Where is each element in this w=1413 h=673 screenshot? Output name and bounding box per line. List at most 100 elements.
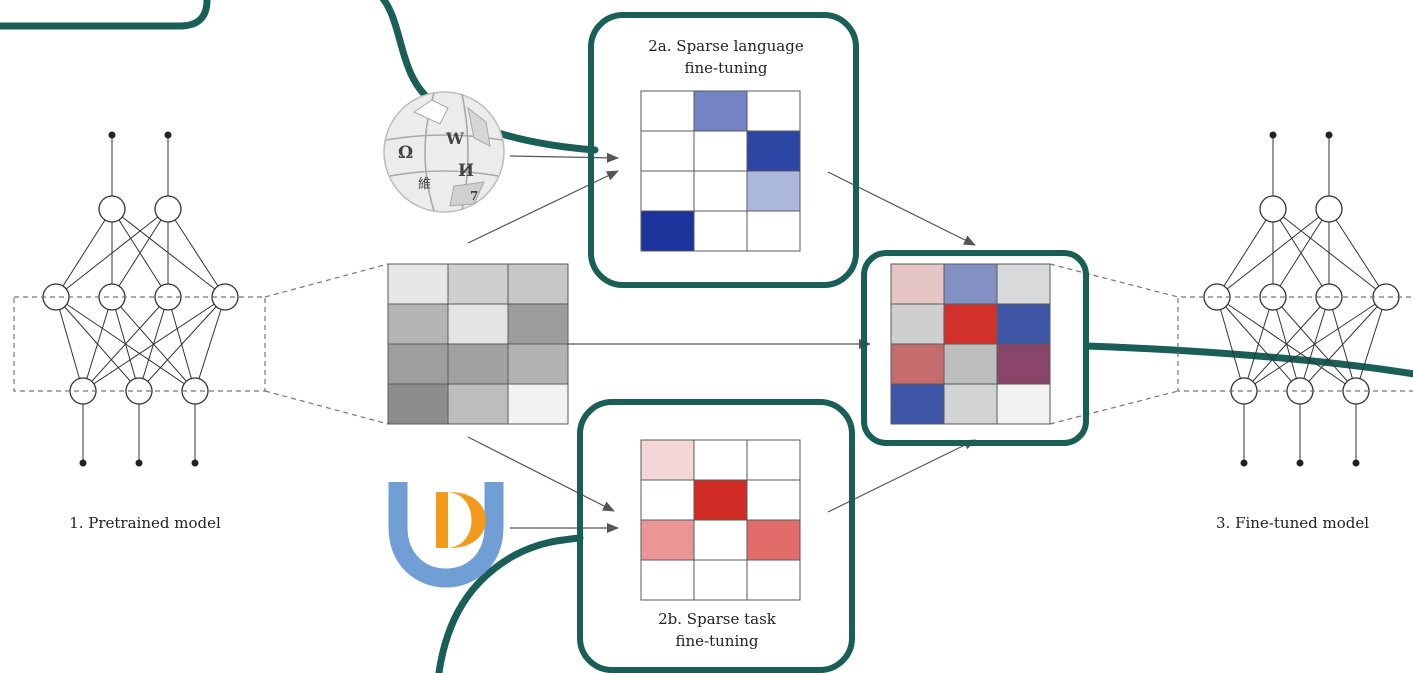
pretrained-matrix-cell xyxy=(447,303,509,345)
left-dashed-link-bottom xyxy=(264,390,389,425)
svg-text:7: 7 xyxy=(470,189,478,203)
task-matrix-cell xyxy=(746,479,801,521)
language-matrix-cell xyxy=(640,170,695,212)
task-matrix-cell xyxy=(693,559,748,601)
combined-matrix xyxy=(890,263,1051,425)
task-matrix-cell xyxy=(746,559,801,601)
language-matrix-cell xyxy=(746,90,801,132)
task-matrix-cell xyxy=(746,439,801,481)
output-terminal xyxy=(108,131,116,139)
dashed-connectors xyxy=(13,263,1413,425)
arrow-language-to-combined xyxy=(827,171,976,246)
language-finetuning-subtitle: fine-tuning xyxy=(684,59,768,77)
finetuned-model-label: 3. Fine-tuned model xyxy=(1215,514,1370,532)
left-dashed-link-top xyxy=(264,263,389,298)
pretrained-matrix-cell xyxy=(507,343,569,385)
task-matrix-cell xyxy=(693,439,748,481)
input-node xyxy=(1286,377,1314,405)
input-terminal xyxy=(1240,459,1248,467)
finetuned-network xyxy=(1203,131,1400,467)
combined-frame xyxy=(861,250,1089,446)
universal-dependencies-icon xyxy=(388,482,504,588)
svg-text:維: 維 xyxy=(418,177,431,192)
output-terminal xyxy=(1325,131,1333,139)
language-diff-matrix xyxy=(640,90,801,252)
task-finetuning-title: 2b. Sparse task xyxy=(658,610,776,628)
language-matrix-cell xyxy=(693,170,748,212)
input-terminal xyxy=(1352,459,1360,467)
language-matrix-cell xyxy=(693,90,748,132)
pretrained-model-label: 1. Pretrained model xyxy=(69,514,221,532)
network-edge xyxy=(1243,296,1387,392)
task-matrix-cell xyxy=(640,439,695,481)
input-terminal xyxy=(79,459,87,467)
combined-matrix-cell xyxy=(943,303,998,345)
network-edge xyxy=(1328,208,1387,298)
language-matrix-cell xyxy=(693,130,748,172)
output-node xyxy=(154,195,182,223)
matrix-frames xyxy=(577,12,1089,673)
network-edge xyxy=(194,296,226,392)
combined-matrix-cell xyxy=(996,263,1051,305)
arrow-pretrained-to-task xyxy=(467,436,615,512)
network-edge xyxy=(1243,296,1274,392)
pretrained-matrix-cell xyxy=(507,383,569,425)
pretrained-matrix-cell xyxy=(447,263,509,305)
combined-matrix-cell xyxy=(890,343,945,385)
output-terminal xyxy=(1269,131,1277,139)
hidden-node xyxy=(42,283,70,311)
language-matrix-cell xyxy=(746,130,801,172)
network-edge xyxy=(55,296,84,392)
language-matrix-cell xyxy=(640,210,695,252)
task-diff-matrix xyxy=(640,439,801,601)
svg-text:И: И xyxy=(458,161,474,181)
svg-text:Ω: Ω xyxy=(398,143,413,163)
combined-matrix-cell xyxy=(996,303,1051,345)
language-matrix-cell xyxy=(640,130,695,172)
network-edge xyxy=(55,208,113,298)
combined-matrix-cell xyxy=(890,383,945,425)
pretrained-matrix-cell xyxy=(387,303,449,345)
pretrained-network xyxy=(42,131,239,467)
input-node xyxy=(1230,377,1258,405)
language-matrix-cell xyxy=(746,210,801,252)
right-dashed-link-bottom xyxy=(1049,390,1179,425)
right-dashed-link-top xyxy=(1049,263,1179,298)
language-frame xyxy=(588,12,859,288)
combined-matrix-cell xyxy=(890,303,945,345)
network-edge xyxy=(55,208,169,298)
combined-matrix-cell xyxy=(943,383,998,425)
pretrained-matrix-cell xyxy=(447,343,509,385)
output-terminal xyxy=(164,131,172,139)
task-matrix-cell xyxy=(746,519,801,561)
network-edge xyxy=(1272,208,1330,298)
language-matrix-cell xyxy=(693,210,748,252)
network-edge xyxy=(1243,296,1330,392)
task-frame xyxy=(577,399,855,673)
network-edge xyxy=(82,296,113,392)
task-matrix-cell xyxy=(640,479,695,521)
network-edge xyxy=(1355,296,1387,392)
left-layer-dashed-box xyxy=(13,296,266,392)
output-node xyxy=(98,195,126,223)
pretrained-matrix-cell xyxy=(387,263,449,305)
pretrained-matrix-cell xyxy=(447,383,509,425)
network-edge xyxy=(167,208,226,298)
output-node xyxy=(1315,195,1343,223)
network-edge xyxy=(111,208,169,298)
combined-matrix-cell xyxy=(996,383,1051,425)
hidden-node xyxy=(1372,283,1400,311)
input-terminal xyxy=(1296,459,1304,467)
combined-matrix-cell xyxy=(890,263,945,305)
task-finetuning-subtitle: fine-tuning xyxy=(675,632,759,650)
task-matrix-cell xyxy=(693,519,748,561)
task-matrix-cell xyxy=(640,559,695,601)
pretrained-matrix-cell xyxy=(387,343,449,385)
wikipedia-globe-icon: Ω W И 維 7 xyxy=(383,91,505,213)
arrow-wiki-to-language xyxy=(509,152,619,163)
pretrained-matrix-cell xyxy=(507,303,569,345)
language-matrix-cell xyxy=(640,90,695,132)
network-edge xyxy=(1216,208,1274,298)
